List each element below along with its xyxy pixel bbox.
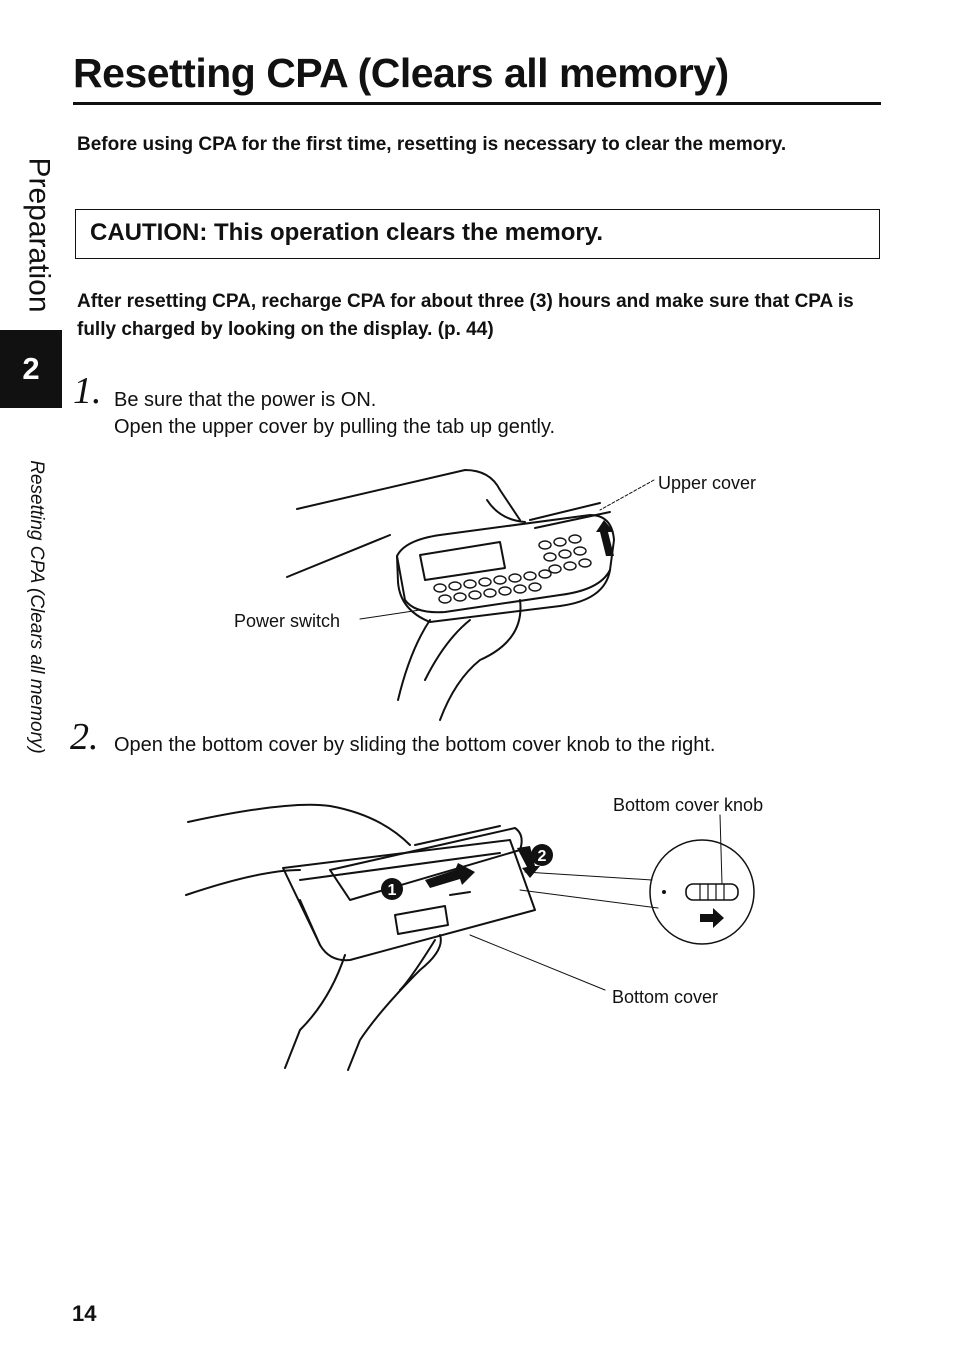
- title-underline: [73, 102, 881, 105]
- step-2-number: 2.: [70, 716, 99, 758]
- recharge-paragraph: After resetting CPA, recharge CPA for ab…: [77, 291, 854, 340]
- caution-box: [75, 209, 880, 259]
- upper-cover-label: Upper cover: [658, 473, 757, 493]
- step-1-instruction: Open the upper cover by pulling the tab …: [114, 416, 556, 438]
- page-number: 14: [72, 1301, 97, 1326]
- caution-text: CAUTION: This operation clears the memor…: [90, 219, 603, 246]
- chapter-number-tab: 2: [0, 330, 62, 408]
- step-1-instruction: Be sure that the power is ON.: [114, 389, 377, 411]
- page-title: Resetting CPA (Clears all memory): [73, 50, 729, 96]
- step-marker-2: 2: [538, 848, 547, 865]
- step-2-instruction: Open the bottom cover by sliding the bot…: [114, 734, 716, 756]
- step-1-number: 1.: [73, 370, 102, 412]
- bottom-cover-label: Bottom cover: [612, 987, 719, 1007]
- step-marker-1: 1: [388, 882, 397, 899]
- intro-paragraph: Before using CPA for the first time, res…: [77, 134, 787, 155]
- bottom-cover-knob-label: Bottom cover knob: [613, 795, 764, 815]
- power-switch-label: Power switch: [234, 611, 341, 631]
